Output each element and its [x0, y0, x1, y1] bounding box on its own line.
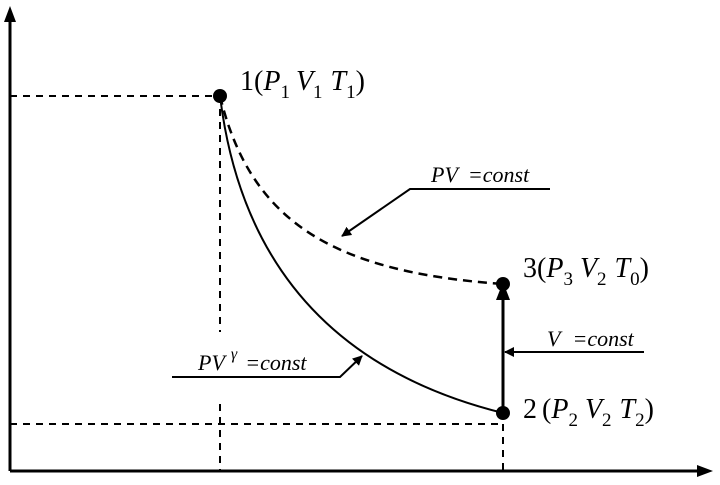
y-axis-arrow: [4, 6, 16, 22]
isotherm-leader: [341, 188, 550, 237]
state-point-2: [496, 406, 510, 420]
label-isochore: V=const: [547, 326, 635, 351]
state-point-1: [213, 89, 227, 103]
adiabat-curve: [219, 95, 504, 414]
isotherm-curve: [218, 95, 504, 286]
state-point-3: [496, 277, 510, 291]
x-axis-arrow: [697, 465, 713, 477]
label-isotherm: PV=const: [430, 162, 530, 187]
guide-lines: [10, 95, 504, 471]
adiabat-leader: [172, 355, 363, 378]
